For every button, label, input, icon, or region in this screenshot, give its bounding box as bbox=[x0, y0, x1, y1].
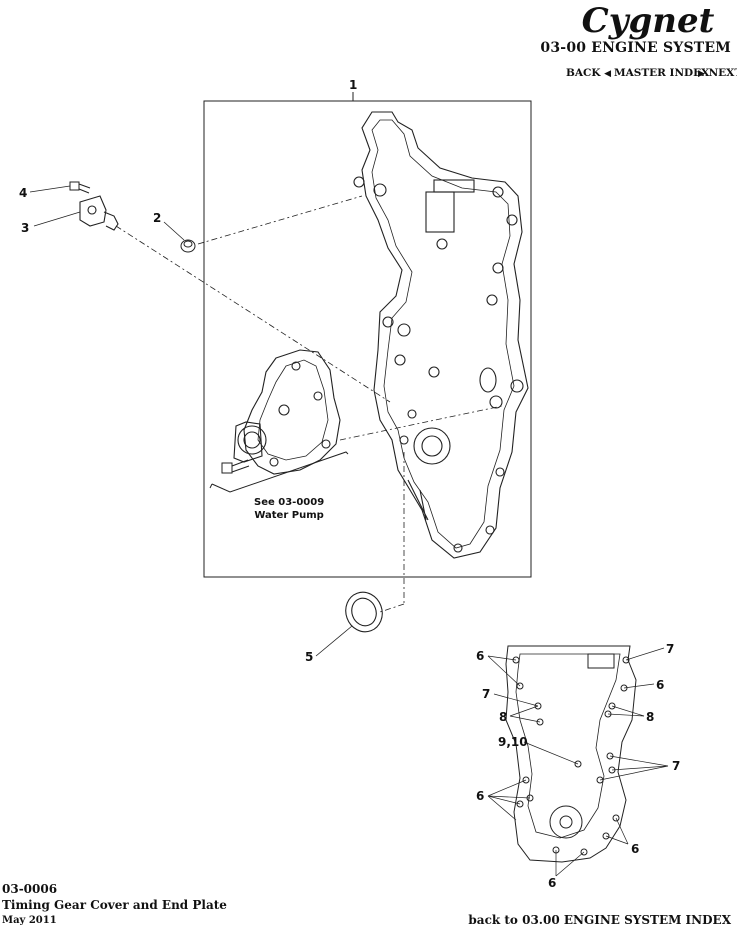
oil-seal bbox=[345, 591, 383, 633]
assembly-frame bbox=[203, 100, 532, 578]
end-plate-callout: 7 bbox=[666, 642, 675, 656]
water-pump bbox=[233, 349, 341, 475]
callout-3: 3 bbox=[21, 221, 30, 235]
end-plate-callout: 8 bbox=[646, 710, 655, 724]
assembly-lines bbox=[115, 195, 503, 613]
water-pump-reference-note[interactable]: See 03-0009 Water Pump bbox=[254, 496, 324, 522]
end-plate-callout: 7 bbox=[672, 759, 681, 773]
note-line-1: See 03-0009 bbox=[254, 497, 325, 508]
end-plate-diagram bbox=[505, 645, 637, 863]
callout-1: 1 bbox=[349, 78, 358, 92]
end-plate-callout: 6 bbox=[476, 789, 485, 803]
nav-back-label: BACK bbox=[566, 67, 601, 79]
nav-master-index-link[interactable]: MASTER INDEX bbox=[614, 67, 709, 79]
section-title: 03-00 ENGINE SYSTEM bbox=[540, 40, 731, 56]
back-to-index-link[interactable]: back to 03.00 ENGINE SYSTEM INDEX bbox=[468, 913, 731, 927]
cygnet-logo: Cygnet bbox=[582, 2, 715, 41]
water-pump-bolt bbox=[221, 459, 250, 474]
end-plate-leader-lines bbox=[487, 647, 669, 877]
end-plate-callout: 6 bbox=[476, 649, 485, 663]
svg-text:Cygnet: Cygnet bbox=[582, 2, 715, 41]
nav-master-index-label: MASTER INDEX bbox=[614, 67, 710, 79]
end-plate-callout: 9,10 bbox=[498, 735, 528, 749]
camshaft-position-sensor bbox=[79, 195, 119, 231]
end-plate-callout: 6 bbox=[656, 678, 665, 692]
water-pump-bracket bbox=[211, 451, 349, 493]
document-title: Timing Gear Cover and End Plate bbox=[2, 898, 227, 912]
note-line-2: Water Pump bbox=[254, 510, 324, 521]
nav-back-link[interactable]: BACK ◀ bbox=[566, 67, 611, 79]
end-plate-callout: 6 bbox=[548, 876, 557, 890]
nav-next-link[interactable]: ▶ NEXT bbox=[698, 67, 737, 79]
end-plate-callout: 7 bbox=[482, 687, 491, 701]
callout-2: 2 bbox=[153, 211, 162, 225]
back-arrow-icon: ◀ bbox=[604, 69, 612, 79]
callout-5: 5 bbox=[305, 650, 314, 664]
timing-gear-cover bbox=[353, 111, 529, 559]
document-number: 03-0006 bbox=[2, 882, 58, 896]
nav-next-label: NEXT bbox=[708, 67, 737, 79]
callout-4: 4 bbox=[19, 186, 28, 200]
next-arrow-icon: ▶ bbox=[698, 69, 705, 79]
plug bbox=[180, 239, 196, 253]
end-plate-callout: 6 bbox=[631, 842, 640, 856]
end-plate-callout: 8 bbox=[499, 710, 508, 724]
document-date: May 2011 bbox=[2, 915, 57, 926]
sensor-bolt bbox=[69, 181, 91, 194]
leader-lines bbox=[29, 185, 353, 657]
